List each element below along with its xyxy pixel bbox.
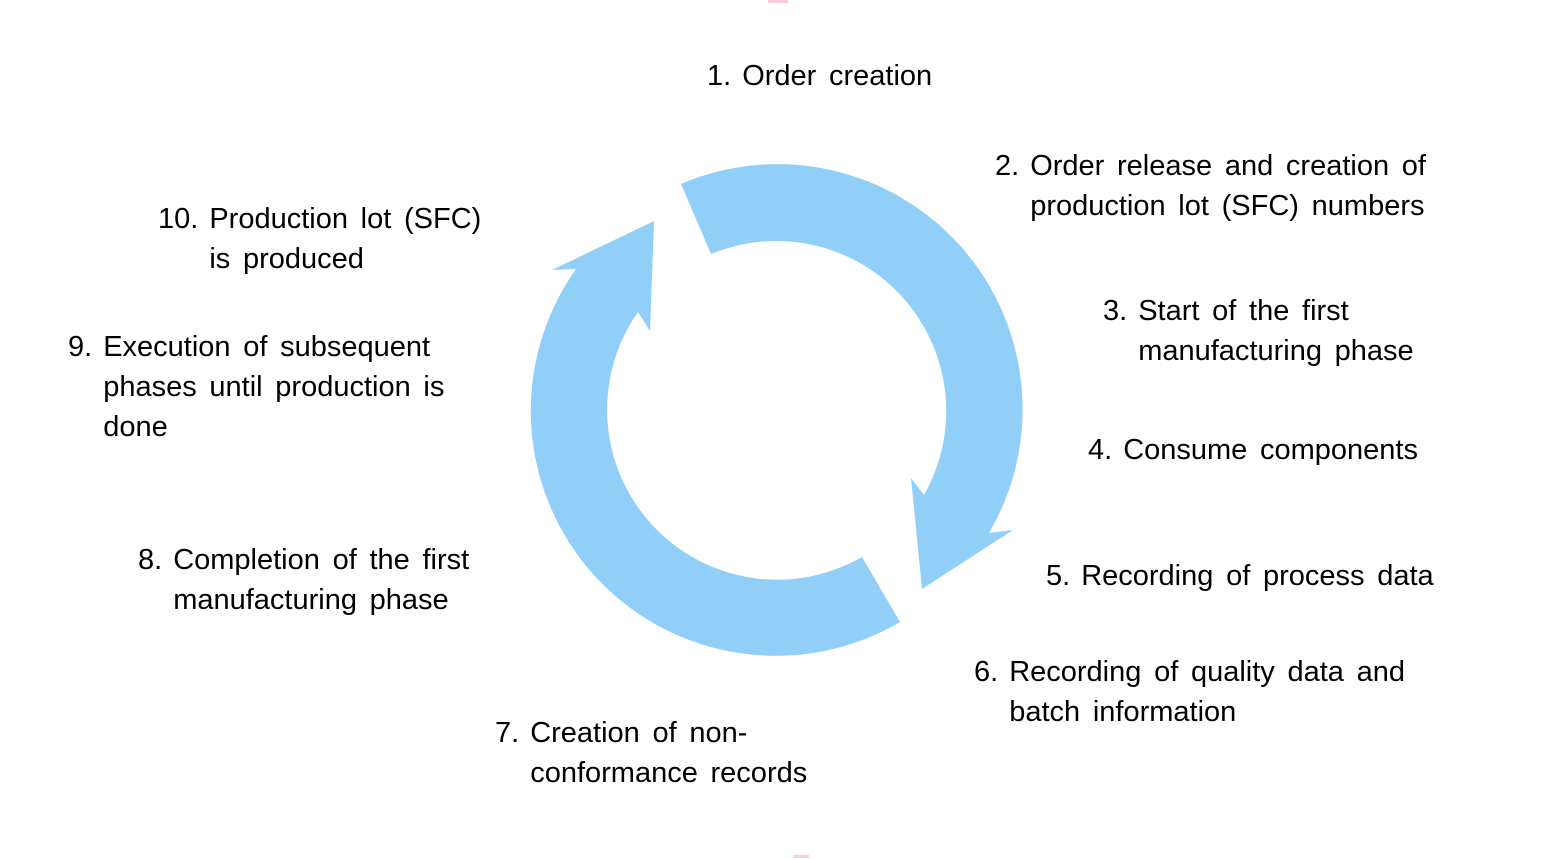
step-3-number: 3. <box>1103 295 1128 327</box>
step-10-number: 10. <box>158 203 199 235</box>
step-6-recording-quality-data: 6. Recording of quality data and batch i… <box>974 652 1405 732</box>
step-7-label: Creation of non- conformance records <box>530 717 808 789</box>
step-9-label: Execution of subsequent phases until pro… <box>103 331 445 443</box>
step-5-label: Recording of process data <box>1081 560 1434 592</box>
step-7-nonconformance-records: 7. Creation of non- conformance records <box>495 713 807 793</box>
step-5-recording-process-data: 5. Recording of process data <box>1046 556 1434 596</box>
step-7-number: 7. <box>495 717 520 749</box>
cycle-arrow-segment-top <box>681 164 1023 589</box>
step-5-number: 5. <box>1046 560 1071 592</box>
step-1-number: 1. <box>707 60 732 92</box>
step-10-production-lot-produced: 10. Production lot (SFC) is produced <box>158 199 481 279</box>
step-6-label: Recording of quality data and batch info… <box>1009 656 1406 728</box>
step-3-label: Start of the first manufacturing phase <box>1138 295 1414 367</box>
step-9-execution-subsequent-phases: 9. Execution of subsequent phases until … <box>68 327 444 447</box>
step-4-consume-components: 4. Consume components <box>1088 430 1418 470</box>
step-3-start-first-phase: 3. Start of the first manufacturing phas… <box>1103 291 1414 371</box>
pink-edge-mark-top <box>768 0 788 3</box>
cycle-arrow-segment-bottom <box>530 221 900 656</box>
step-4-label: Consume components <box>1123 434 1418 466</box>
step-10-label: Production lot (SFC) is produced <box>209 203 482 275</box>
step-8-label: Completion of the first manufacturing ph… <box>173 544 470 616</box>
step-6-number: 6. <box>974 656 999 688</box>
step-1-order-creation: 1. Order creation <box>707 56 932 96</box>
step-8-completion-first-phase: 8. Completion of the first manufacturing… <box>138 540 469 620</box>
step-4-number: 4. <box>1088 434 1113 466</box>
step-2-number: 2. <box>995 150 1020 182</box>
step-8-number: 8. <box>138 544 163 576</box>
pink-edge-mark-bottom <box>793 855 809 858</box>
step-2-order-release: 2. Order release and creation of product… <box>995 146 1426 226</box>
step-1-label: Order creation <box>742 60 933 92</box>
step-9-number: 9. <box>68 331 93 363</box>
step-2-label: Order release and creation of production… <box>1030 150 1426 222</box>
